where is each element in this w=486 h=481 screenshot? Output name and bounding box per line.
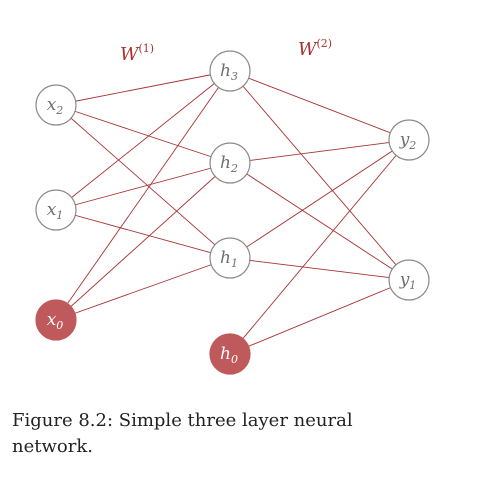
weights-layer: W(1) W(2): [120, 37, 332, 65]
node-circle-y2: [388, 119, 430, 161]
node-circle-h3: [209, 50, 251, 92]
edge-h0-y2: [229, 139, 410, 355]
node-circle-h2: [209, 142, 251, 184]
node-label-y1: y1: [399, 270, 417, 292]
edge-x0-h1: [55, 257, 231, 321]
node-h2: h2: [209, 142, 251, 184]
edge-h1-y2: [229, 139, 410, 259]
node-circle-h0: [209, 333, 251, 375]
neural-network-diagram: x2 x1 x0 h3 h2 h1 h0 y2 y1 W(1) W(2): [35, 37, 430, 375]
edges-layer: [55, 70, 410, 355]
edge-h3-y1: [229, 70, 410, 281]
node-label-h3: h3: [220, 61, 238, 83]
node-circle-x0: [35, 299, 77, 341]
node-h0: h0: [209, 333, 251, 375]
node-x1: x1: [35, 189, 77, 231]
weight-label-w2: W(2): [298, 37, 332, 60]
edge-x1-h3: [55, 70, 231, 211]
node-h1: h1: [209, 237, 251, 279]
node-h3: h3: [209, 50, 251, 92]
node-label-h2: h2: [220, 153, 238, 175]
edge-h1-y1: [229, 257, 410, 281]
edge-h2-y1: [229, 162, 410, 281]
edge-x2-h1: [55, 104, 231, 259]
node-x0: x0: [35, 299, 77, 341]
node-circle-x1: [35, 189, 77, 231]
weight-label-w1: W(1): [120, 42, 154, 65]
node-label-h1: h1: [220, 248, 238, 270]
figure-caption: Figure 8.2: Simple three layer neural ne…: [12, 410, 353, 457]
edge-h3-y2: [229, 70, 410, 141]
node-x2: x2: [35, 84, 77, 126]
node-circle-x2: [35, 84, 77, 126]
node-circle-y1: [388, 259, 430, 301]
node-y2: y2: [388, 119, 430, 161]
node-label-x0: x0: [47, 310, 64, 332]
node-circle-h1: [209, 237, 251, 279]
edge-x0-h3: [55, 70, 231, 321]
node-label-x2: x2: [47, 95, 64, 117]
edge-h2-y2: [229, 139, 410, 164]
edge-x0-h2: [55, 162, 231, 321]
node-y1: y1: [388, 259, 430, 301]
edge-x1-h2: [55, 162, 231, 211]
node-label-x1: x1: [47, 200, 64, 222]
node-label-y2: y2: [399, 130, 417, 152]
edge-x2-h3: [55, 70, 231, 106]
edge-x1-h1: [55, 209, 231, 259]
node-label-h0: h0: [220, 344, 238, 366]
edge-h0-y1: [229, 279, 410, 355]
nodes-layer: x2 x1 x0 h3 h2 h1 h0 y2 y1: [35, 50, 430, 375]
edge-x2-h2: [55, 104, 231, 164]
